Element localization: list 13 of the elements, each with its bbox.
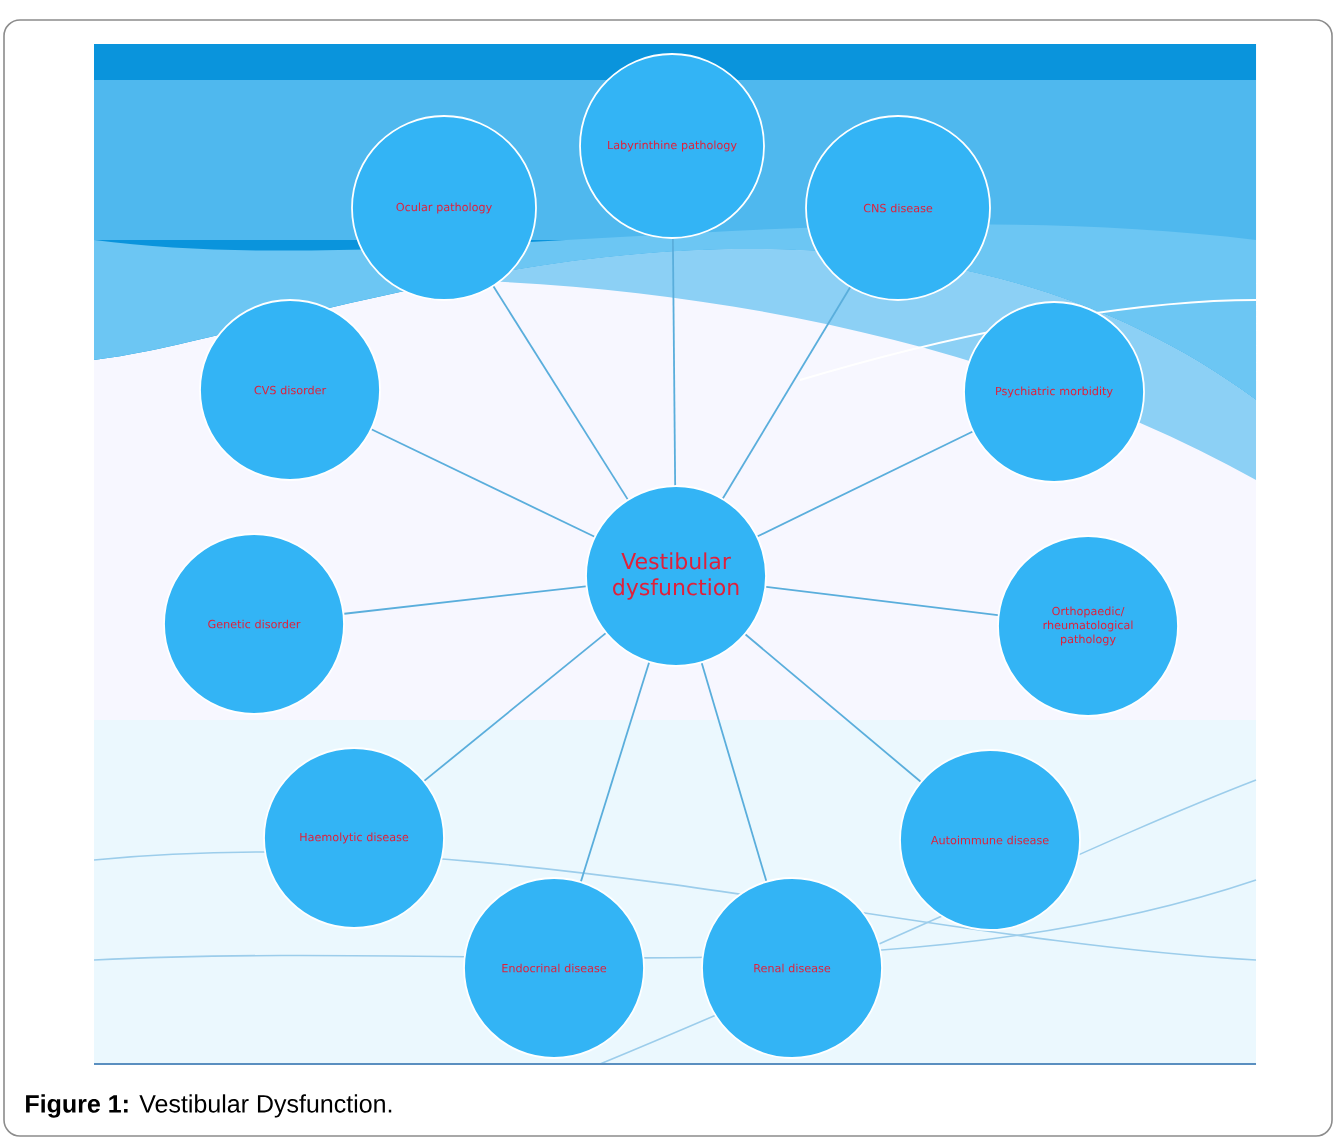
connector-line (343, 585, 587, 615)
connector-line (765, 586, 999, 616)
connector-line (756, 430, 974, 538)
connector-line (672, 238, 677, 486)
figure-caption: Figure 1: Vestibular Dysfunction. (26, 1094, 392, 1118)
connector-line (744, 633, 922, 783)
connector-line (580, 661, 650, 883)
circle-node: Vestibular dysfunction (585, 485, 767, 667)
connector-line (371, 428, 596, 538)
connector-line (722, 286, 851, 500)
connector-line (700, 662, 768, 882)
connector-line (492, 285, 629, 500)
connector-line (423, 632, 607, 782)
